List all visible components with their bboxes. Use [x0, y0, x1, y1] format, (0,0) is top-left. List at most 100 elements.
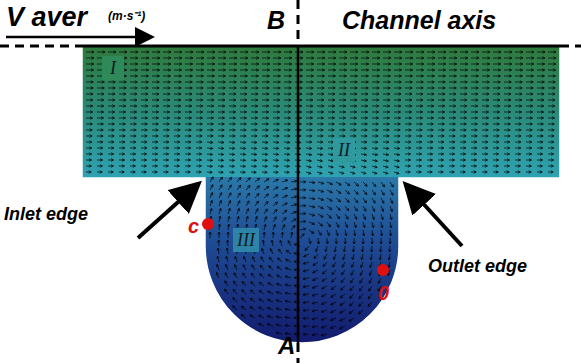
- velocity-vector: [141, 105, 148, 108]
- velocity-vector: [119, 105, 126, 108]
- velocity-vector: [317, 69, 325, 72]
- velocity-vector: [389, 238, 392, 244]
- velocity-vector: [388, 254, 391, 260]
- velocity-vector: [504, 171, 509, 174]
- velocity-vector: [228, 185, 231, 190]
- velocity-vector: [262, 171, 267, 174]
- velocity-vector: [152, 51, 160, 54]
- velocity-vector: [273, 57, 281, 60]
- velocity-vector: [460, 123, 466, 126]
- velocity-vector: [86, 105, 93, 108]
- velocity-vector: [350, 69, 358, 72]
- velocity-vector: [471, 51, 479, 54]
- velocity-vector: [350, 123, 356, 126]
- velocity-vector: [273, 123, 279, 126]
- velocity-vector: [372, 214, 374, 220]
- velocity-vector: [86, 159, 92, 162]
- velocity-vector: [255, 201, 259, 206]
- velocity-vector: [273, 99, 280, 102]
- velocity-vector: [405, 93, 412, 96]
- velocity-vector: [207, 81, 214, 84]
- velocity-vector: [427, 99, 434, 102]
- velocity-vector: [493, 75, 500, 78]
- velocity-vector: [185, 57, 193, 60]
- velocity-vector: [526, 75, 533, 78]
- velocity-vector: [493, 153, 499, 156]
- velocity-vector: [174, 171, 179, 174]
- velocity-vector: [427, 141, 433, 144]
- velocity-vector: [282, 210, 287, 214]
- velocity-vector: [449, 135, 455, 138]
- velocity-vector: [321, 310, 327, 312]
- velocity-vector: [273, 117, 280, 120]
- velocity-vector: [219, 185, 222, 190]
- velocity-vector: [240, 165, 245, 168]
- velocity-vector: [427, 51, 435, 54]
- velocity-vector: [141, 63, 149, 66]
- velocity-vector: [339, 105, 346, 108]
- velocity-vector: [284, 171, 289, 174]
- velocity-vector: [119, 117, 126, 120]
- velocity-vector: [262, 75, 269, 78]
- velocity-vector: [526, 117, 533, 120]
- velocity-vector: [416, 105, 423, 108]
- velocity-vector: [152, 93, 159, 96]
- velocity-vector: [349, 302, 354, 306]
- velocity-vector: [130, 123, 136, 126]
- velocity-vector: [300, 212, 306, 215]
- velocity-vector: [284, 63, 292, 66]
- velocity-vector: [251, 147, 257, 150]
- velocity-vector: [526, 87, 533, 90]
- velocity-vector: [185, 171, 190, 174]
- velocity-vector: [290, 232, 293, 238]
- velocity-vector: [174, 51, 182, 54]
- velocity-vector: [174, 93, 181, 96]
- point-label: c: [188, 216, 199, 236]
- velocity-vector: [130, 117, 137, 120]
- velocity-vector: [264, 224, 267, 230]
- velocity-vector: [493, 51, 501, 54]
- velocity-vector: [537, 129, 543, 132]
- velocity-vector: [449, 105, 456, 108]
- velocity-vector: [284, 123, 290, 126]
- velocity-vector: [217, 256, 220, 262]
- velocity-vector: [317, 75, 324, 78]
- velocity-vector: [218, 57, 226, 60]
- velocity-vector: [383, 159, 388, 162]
- velocity-vector: [336, 214, 340, 219]
- velocity-vector: [361, 117, 368, 120]
- velocity-vector: [97, 87, 104, 90]
- velocity-vector: [339, 135, 345, 138]
- velocity-vector: [284, 69, 292, 72]
- velocity-vector: [372, 159, 377, 162]
- velocity-vector: [174, 63, 182, 66]
- velocity-vector: [381, 206, 384, 212]
- velocity-arrow: [6, 36, 150, 39]
- velocity-vector: [251, 117, 258, 120]
- velocity-vector: [438, 111, 445, 114]
- velocity-vector: [282, 195, 287, 198]
- velocity-vector: [196, 129, 202, 132]
- velocity-vector: [339, 166, 344, 169]
- velocity-vector: [312, 333, 318, 336]
- velocity-vector: [119, 87, 126, 90]
- velocity-vector: [372, 99, 379, 102]
- velocity-vector: [548, 159, 554, 162]
- velocity-vector: [537, 165, 542, 168]
- velocity-vector: [196, 165, 201, 168]
- velocity-vector: [185, 93, 192, 96]
- velocity-vector: [86, 123, 92, 126]
- velocity-vector: [141, 57, 149, 60]
- velocity-vector: [285, 268, 291, 270]
- velocity-vector: [482, 69, 490, 72]
- velocity-vector: [174, 99, 181, 102]
- velocity-vector: [119, 141, 125, 144]
- velocity-vector: [273, 111, 280, 114]
- velocity-vector: [317, 166, 322, 169]
- velocity-vector: [207, 63, 215, 66]
- velocity-vector: [251, 57, 259, 60]
- velocity-label: V aver: [6, 4, 87, 31]
- velocity-vector: [331, 286, 336, 290]
- velocity-vector: [526, 57, 534, 60]
- velocity-vector: [218, 93, 225, 96]
